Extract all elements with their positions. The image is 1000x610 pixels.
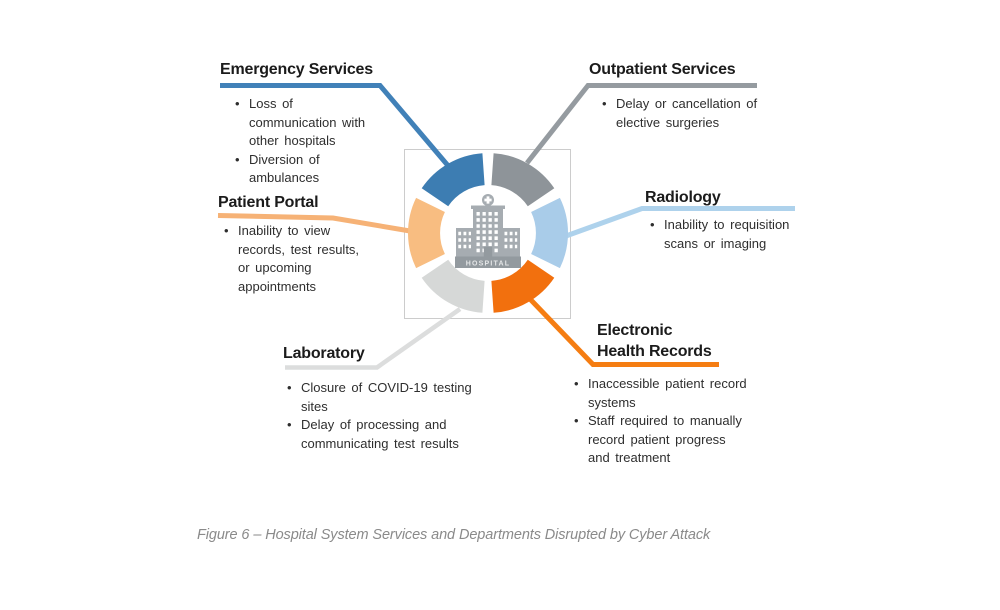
- list-item: Loss of communication with other hospita…: [233, 95, 383, 151]
- list-item: Delay or cancellation of elective surger…: [600, 95, 768, 132]
- donut-segment-patient-portal: [407, 197, 445, 269]
- impact-list-electronic-health-records: Inaccessible patient record systems Staf…: [572, 375, 747, 468]
- impact-list-emergency-services: Loss of communication with other hospita…: [233, 95, 383, 188]
- medical-cross-icon: [484, 196, 492, 204]
- connector-radiology: [565, 206, 795, 239]
- impact-list-patient-portal: Inability to view records, test results,…: [222, 222, 364, 296]
- donut-segment-electronic-health-records: [491, 259, 555, 313]
- list-item: Diversion of ambulances: [233, 151, 383, 188]
- section-title-radiology: Radiology: [645, 189, 721, 206]
- impact-list-laboratory: Closure of COVID-19 testing sites Delay …: [285, 379, 473, 453]
- section-title-patient-portal: Patient Portal: [218, 194, 319, 211]
- impact-list-outpatient-services: Delay or cancellation of elective surger…: [600, 95, 768, 132]
- connector-outpatient-services: [525, 83, 757, 165]
- section-laboratory: Laboratory Closure of COVID-19 testing s…: [283, 344, 473, 453]
- section-emergency-services: Emergency Services Loss of communication…: [220, 60, 383, 188]
- section-outpatient-services: Outpatient Services Delay or cancellatio…: [589, 60, 768, 132]
- section-radiology: Radiology Inability to requisition scans…: [645, 188, 803, 253]
- hospital-door: [483, 246, 493, 257]
- impact-list-radiology: Inability to requisition scans or imagin…: [648, 216, 803, 253]
- list-item: Closure of COVID-19 testing sites: [285, 379, 473, 416]
- list-item: Delay of processing and communicating te…: [285, 416, 473, 453]
- donut-segment-radiology: [531, 197, 569, 269]
- list-item: Inability to requisition scans or imagin…: [648, 216, 803, 253]
- section-electronic-health-records: Electronic Health Records Inaccessible p…: [574, 320, 747, 468]
- list-item: Staff required to manually record patien…: [572, 412, 747, 468]
- section-title-emergency-services: Emergency Services: [220, 61, 373, 78]
- section-title-outpatient-services: Outpatient Services: [589, 61, 736, 78]
- hospital-building-icon: HOSPITAL: [455, 194, 521, 268]
- connector-laboratory: [285, 307, 462, 370]
- donut-segment-outpatient-services: [491, 153, 555, 207]
- list-item: Inaccessible patient record systems: [572, 375, 747, 412]
- donut-segment-laboratory: [421, 259, 485, 313]
- section-title-electronic-health-records: Electronic Health Records: [597, 322, 712, 360]
- connector-electronic-health-records: [528, 297, 719, 367]
- donut-segment-emergency-services: [421, 153, 485, 207]
- hospital-banner-label: HOSPITAL: [466, 261, 510, 268]
- section-title-laboratory: Laboratory: [283, 345, 365, 362]
- list-item: Inability to view records, test results,…: [222, 222, 364, 296]
- figure-caption: Figure 6 – Hospital System Services and …: [197, 527, 711, 543]
- hospital-banner: [455, 256, 521, 268]
- connector-patient-portal: [217, 213, 414, 234]
- connector-emergency-services: [220, 83, 452, 170]
- section-patient-portal: Patient Portal Inability to view records…: [218, 193, 364, 296]
